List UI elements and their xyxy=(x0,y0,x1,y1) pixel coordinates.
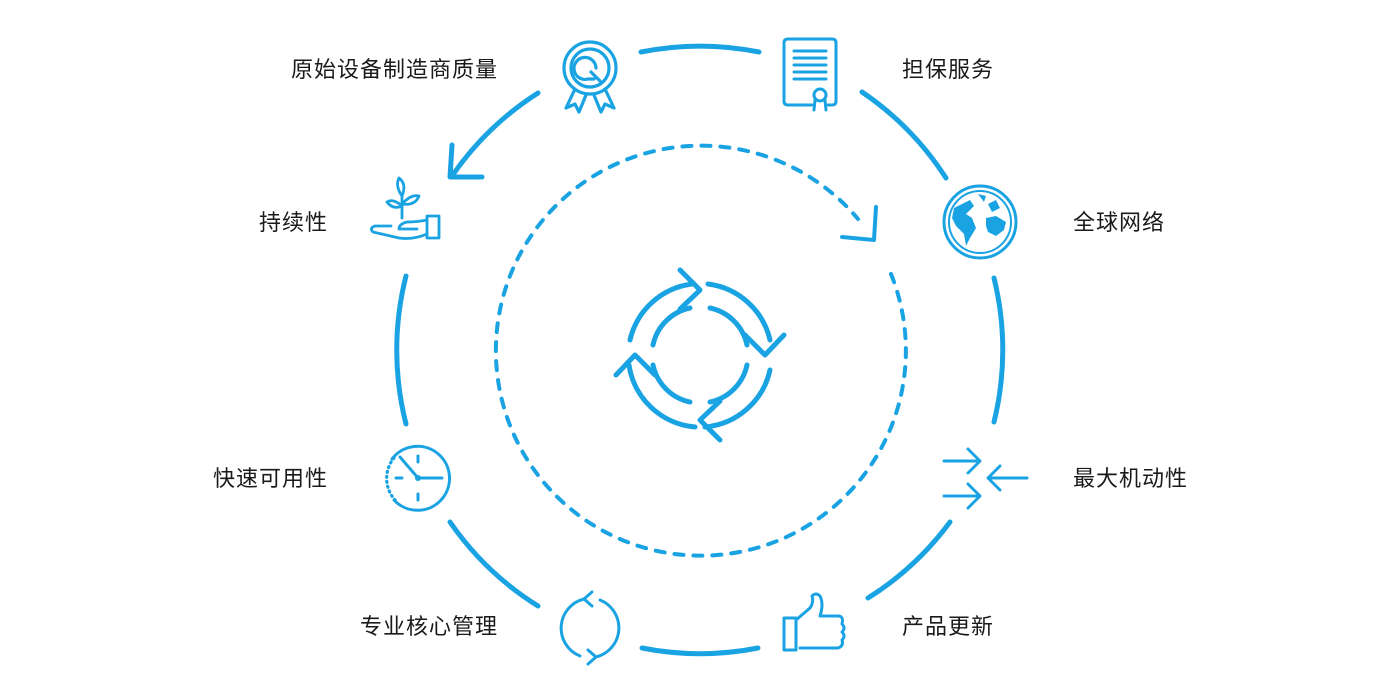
outer-arrow-arc xyxy=(449,90,541,179)
node-label-oem-quality: 原始设备制造商质量 xyxy=(290,58,498,83)
node-label-warranty: 担保服务 xyxy=(902,58,995,83)
quality-award-icon xyxy=(562,40,618,114)
clock-icon xyxy=(385,444,451,512)
globe-icon xyxy=(942,184,1018,260)
node-label-global-network: 全球网络 xyxy=(1073,211,1166,236)
cycle-arrows-icon xyxy=(613,267,787,443)
node-label-product-updates: 产品更新 xyxy=(902,615,995,640)
node-label-quick-availability: 快速可用性 xyxy=(212,467,328,492)
outer-arrowhead-icon xyxy=(447,142,485,180)
dashed-ring xyxy=(493,143,908,558)
certificate-icon xyxy=(782,37,838,112)
node-label-max-mobility: 最大机动性 xyxy=(1073,467,1189,492)
node-label-core-management: 专业核心管理 xyxy=(359,615,498,640)
plant-in-hand-icon xyxy=(370,176,441,240)
refresh-icon xyxy=(559,590,621,666)
node-label-sustainability: 持续性 xyxy=(258,211,328,236)
thumbs-up-icon xyxy=(782,592,846,652)
converging-arrows-icon xyxy=(942,447,1029,510)
dashed-arrowhead-icon xyxy=(840,205,878,242)
outer-ring xyxy=(394,43,1006,657)
